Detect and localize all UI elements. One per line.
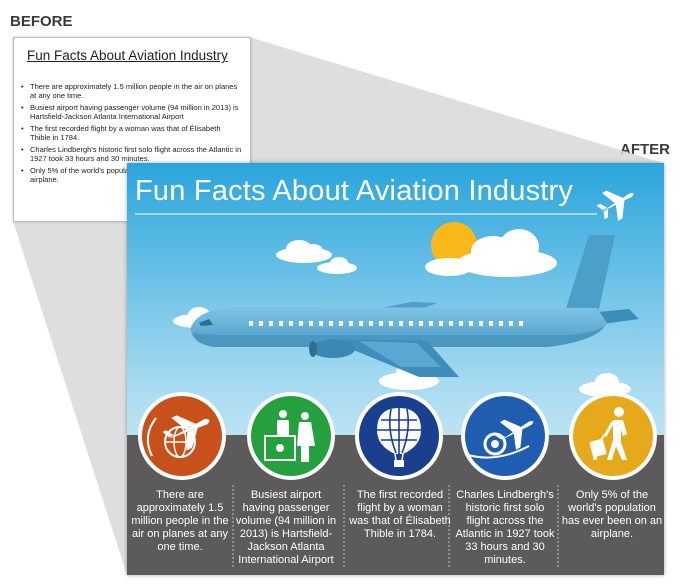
before-label: BEFORE <box>10 13 73 30</box>
cloud-icon <box>425 229 557 277</box>
hot-air-balloon-icon <box>355 392 443 480</box>
aviation-scene <box>127 163 664 575</box>
fact-text: Charles Lindbergh's historic first solo … <box>455 489 555 566</box>
after-slide: Fun Facts About Aviation Industry There … <box>127 163 664 575</box>
globe-airplane-icon <box>138 392 226 480</box>
airport-checkin-icon <box>247 392 335 480</box>
fact-text: The first recorded flight by a woman was… <box>349 489 451 540</box>
before-bullet: The first recorded flight by a woman was… <box>20 124 242 142</box>
propeller-plane-icon <box>461 392 549 480</box>
before-slide-title: Fun Facts About Aviation Industry <box>27 48 228 63</box>
cloud-icon <box>317 257 357 274</box>
before-bullet: There are approximately 1.5 million peop… <box>20 82 242 100</box>
cloud-icon <box>276 240 332 263</box>
before-bullet: Charles Lindbergh's historic first solo … <box>20 145 242 163</box>
before-bullet: Only 5% of the world's population has ev… <box>20 166 242 184</box>
fact-text: There are approximately 1.5 million peop… <box>131 489 229 553</box>
fact-text: Busiest airport having passenger volume … <box>235 489 337 566</box>
before-bullet-list: There are approximately 1.5 million peop… <box>20 82 242 187</box>
fact-text: Only 5% of the world's population has ev… <box>561 489 663 540</box>
before-bullet: Busiest airport having passenger volume … <box>20 103 242 121</box>
airliner-illustration <box>190 235 639 377</box>
after-slide-title: Fun Facts About Aviation Industry <box>135 175 574 207</box>
traveler-luggage-icon <box>569 392 657 480</box>
airplane-icon <box>596 190 634 221</box>
